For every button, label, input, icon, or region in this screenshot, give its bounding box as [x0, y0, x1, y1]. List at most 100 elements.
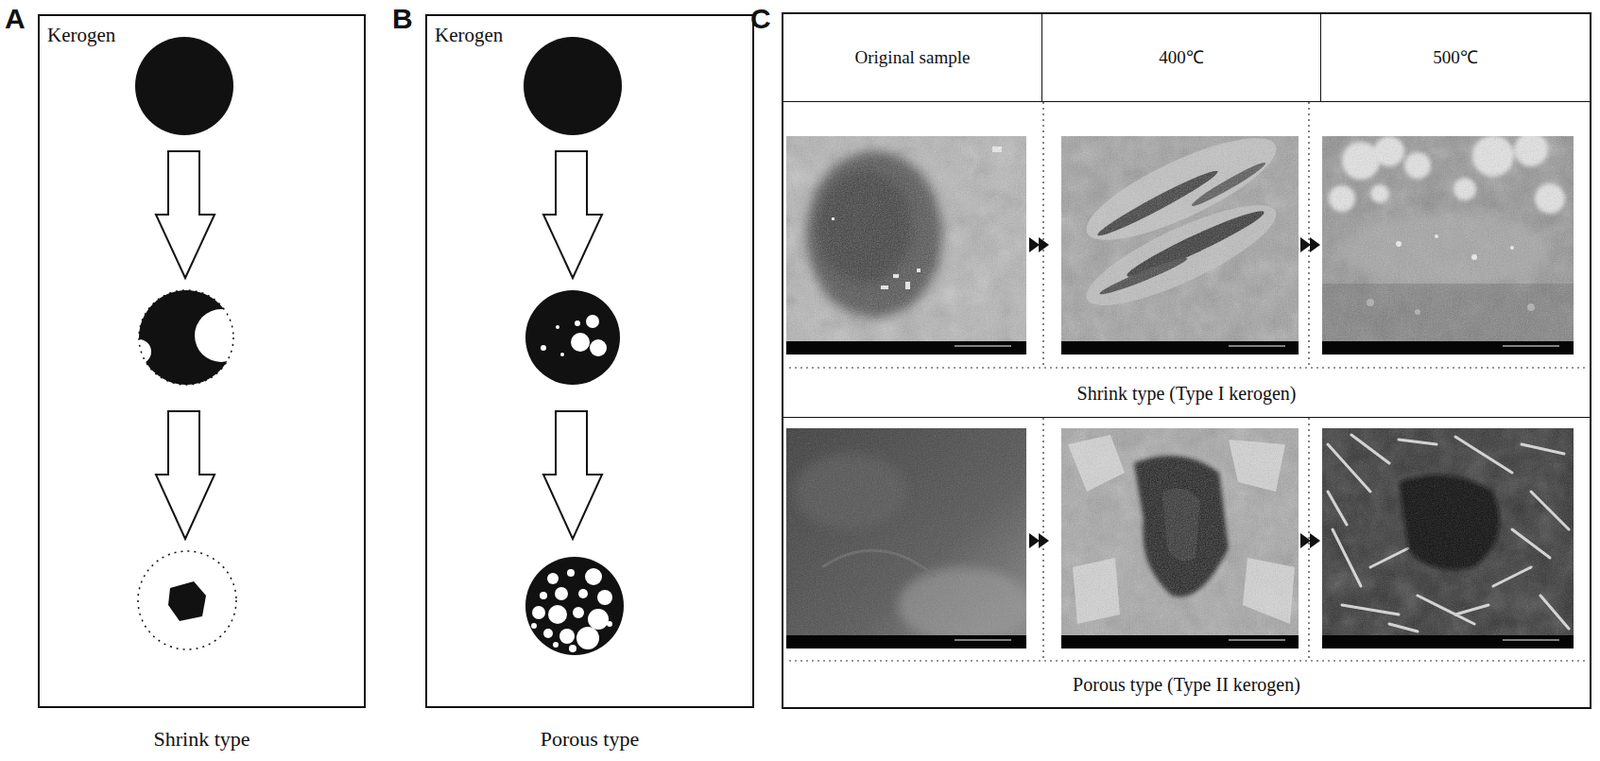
- sem-image: [786, 428, 1027, 649]
- porous-schematic-part: [555, 325, 560, 329]
- sem-image-part: [1061, 136, 1299, 355]
- sem-image-part: [1061, 428, 1299, 649]
- shrink-schematic: [126, 36, 248, 650]
- porous-schematic-part-part: [532, 605, 546, 620]
- shrink-schematic-part: [194, 309, 248, 362]
- porous-schematic-part-part: [606, 620, 613, 627]
- porous-schematic-part-part: [554, 586, 568, 601]
- step-arrow-part: [1029, 237, 1040, 253]
- shrink-schematic-part: [138, 290, 234, 385]
- step-arrow-part: [1309, 533, 1321, 549]
- sem-image: [1322, 428, 1574, 649]
- row-caption: Porous type (Type II kerogen): [783, 662, 1590, 707]
- porous-schematic: [523, 36, 624, 655]
- panel-letter: A: [4, 2, 26, 36]
- shrink-schematic-part: [155, 151, 215, 278]
- sem-image-part: [786, 136, 1027, 355]
- step-arrow-part: [1029, 533, 1040, 549]
- sem-image-part: [1061, 341, 1299, 355]
- table-rules-part: [1042, 102, 1044, 368]
- porous-schematic-part-part: [567, 568, 575, 577]
- sem-image-part: [1061, 136, 1299, 355]
- step-arrow-part: [1300, 237, 1311, 253]
- porous-schematic-part: [589, 339, 607, 357]
- shrink-schematic-part: [126, 339, 152, 364]
- sem-image-part: [786, 428, 1027, 649]
- porous-schematic-part-part: [568, 644, 577, 653]
- porous-schematic-part: [540, 344, 547, 351]
- panel-letter: C: [750, 2, 772, 36]
- shrink-schematic-part: [135, 36, 234, 136]
- sem-image-part: [1322, 341, 1574, 355]
- porous-schematic-part-part: [552, 641, 559, 648]
- table-rules-part: [789, 659, 1588, 661]
- column-header: 500℃: [1321, 47, 1590, 69]
- porous-schematic-part: [525, 290, 620, 385]
- sem-image-part: [954, 345, 1012, 347]
- porous-schematic-part-part: [548, 604, 568, 624]
- sem-image: [1061, 428, 1299, 649]
- panel-box: COriginal sample400℃500℃Shrink type (Typ…: [781, 12, 1592, 709]
- sem-image-part: [1502, 345, 1560, 347]
- porous-schematic-part: [574, 320, 581, 327]
- porous-schematic-part-part: [539, 591, 548, 600]
- porous-schematic-part-part: [597, 589, 613, 605]
- panel-box: BKerogenPorous type: [425, 14, 755, 708]
- sem-image-part: [1061, 136, 1299, 355]
- sem-image-part: [1322, 428, 1574, 649]
- sem-image-part: [786, 136, 1027, 355]
- step-arrow-part: [1038, 237, 1050, 253]
- sem-image-part: [1228, 639, 1286, 641]
- header-cell: 500℃: [1321, 14, 1590, 103]
- shrink-schematic-part: [168, 581, 207, 621]
- sem-image-part: [1061, 428, 1299, 649]
- step-arrow-part: [1038, 533, 1050, 549]
- panel-heading: Kerogen: [434, 23, 503, 47]
- sem-image-part: [786, 136, 1027, 355]
- porous-schematic-part-part: [543, 628, 553, 638]
- porous-schematic-part-part: [572, 606, 585, 619]
- porous-schematic-part: [560, 352, 565, 357]
- sem-image-part: [786, 635, 1027, 649]
- sem-image-part: [1228, 345, 1286, 347]
- sem-image: [786, 136, 1027, 355]
- porous-schematic-part: [525, 556, 624, 655]
- panel-caption: Shrink type: [39, 726, 364, 751]
- porous-schematic-part-part: [547, 572, 559, 585]
- table-rules-part: [789, 366, 1588, 368]
- header-cell: 400℃: [1042, 14, 1322, 103]
- row-caption-text: Porous type (Type II kerogen): [783, 673, 1590, 696]
- porous-schematic-part-part: [587, 608, 609, 630]
- row-caption: Shrink type (Type I kerogen): [783, 369, 1590, 418]
- porous-schematic-part-part: [576, 626, 600, 650]
- sem-image-part: [1061, 428, 1299, 649]
- panel-caption: Porous type: [427, 726, 753, 751]
- sem-image-part: [786, 341, 1027, 355]
- step-arrow-part: [1300, 533, 1311, 549]
- shrink-schematic-part: [155, 411, 215, 539]
- panel-box: AKerogenShrink type: [37, 14, 366, 708]
- column-header: Original sample: [783, 47, 1042, 69]
- porous-schematic-part: [543, 151, 603, 278]
- porous-schematic-part-part: [531, 622, 537, 629]
- porous-schematic-part-part: [584, 567, 603, 585]
- table-rules-part: [1307, 102, 1309, 368]
- sem-image: [1322, 136, 1574, 355]
- column-header: 400℃: [1042, 47, 1321, 69]
- row-caption-text: Shrink type (Type I kerogen): [783, 382, 1590, 405]
- panel-heading: Kerogen: [47, 23, 116, 47]
- sem-image-part: [1061, 635, 1299, 649]
- step-arrow-part: [1309, 237, 1321, 253]
- sem-image-part: [786, 428, 1027, 649]
- porous-schematic-part-part: [578, 588, 588, 599]
- sem-image-part: [1502, 639, 1560, 641]
- panel-letter: B: [392, 2, 413, 36]
- header-cell: Original sample: [783, 14, 1043, 103]
- porous-schematic-part-part: [559, 628, 575, 644]
- sem-image-part: [1322, 136, 1574, 355]
- porous-schematic-part: [523, 36, 622, 136]
- sem-image-part: [1322, 136, 1574, 355]
- sem-image-part: [1322, 136, 1574, 355]
